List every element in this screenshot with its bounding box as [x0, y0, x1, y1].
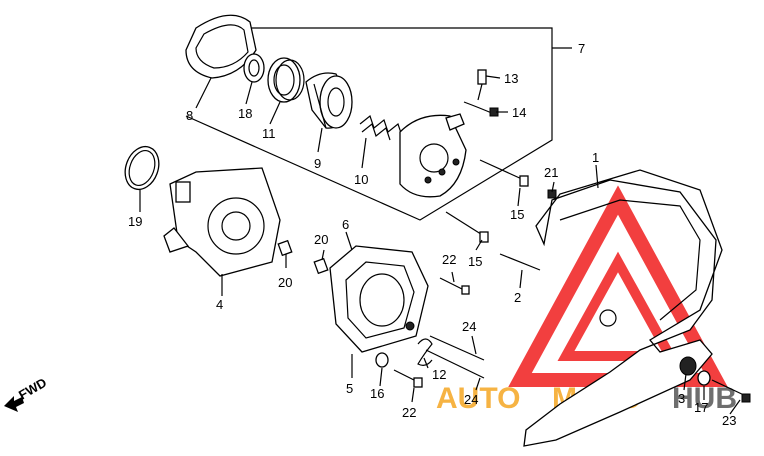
callout-10: 10: [354, 172, 368, 187]
callout-7: 7: [578, 41, 585, 56]
watermark-auto: AUTO: [436, 382, 520, 415]
callout-22a: 22: [442, 252, 456, 267]
callout-3: 3: [678, 391, 685, 406]
part-pump-housing: [399, 113, 467, 198]
leader-lines: [139, 75, 741, 415]
part-seal: [267, 57, 305, 103]
callout-14: 14: [512, 105, 526, 120]
part-dowel-b: [313, 257, 329, 275]
part-washer: [375, 352, 389, 368]
part-outer-cover: [523, 169, 723, 447]
callout-16: 16: [370, 386, 384, 401]
callout-22b: 22: [402, 405, 416, 420]
callout-17: 17: [694, 400, 708, 415]
callout-15b: 15: [468, 254, 482, 269]
callout-12: 12: [432, 367, 446, 382]
callout-labels: 1 2 3 4 5 6 7 8 9 10 11 12 13 14 15 15 1…: [128, 41, 736, 428]
callout-4: 4: [216, 297, 223, 312]
callout-2: 2: [514, 290, 521, 305]
callout-15a: 15: [510, 207, 524, 222]
callout-20a: 20: [314, 232, 328, 247]
callout-1: 1: [592, 150, 599, 165]
part-dowel-a: [277, 239, 293, 257]
part-oring-small: [243, 53, 265, 83]
fwd-arrow-icon: [4, 396, 24, 412]
callout-24b: 24: [464, 392, 478, 407]
part-impeller-bearing: [305, 72, 353, 129]
part-clamp: [417, 338, 433, 366]
part-gasket: [185, 14, 257, 79]
callout-6: 6: [342, 217, 349, 232]
fwd-label: FWD: [16, 375, 49, 403]
callout-13: 13: [504, 71, 518, 86]
part-bleed-bolt: [477, 69, 487, 101]
callout-19: 19: [128, 214, 142, 229]
callout-5: 5: [346, 381, 353, 396]
callout-11: 11: [262, 126, 276, 141]
part-hose: [463, 101, 499, 117]
part-cover: [329, 245, 429, 353]
part-oring-large: [124, 145, 160, 191]
bolts: [393, 159, 557, 388]
fwd-indicator: FWD: [4, 375, 49, 412]
callout-8: 8: [186, 108, 193, 123]
callout-9: 9: [314, 156, 321, 171]
part-collar-washer-bolt: [679, 356, 751, 403]
callout-18: 18: [238, 106, 252, 121]
callout-20b: 20: [278, 275, 292, 290]
part-pump-body: [163, 167, 281, 277]
callout-23: 23: [722, 413, 736, 428]
callout-21: 21: [544, 165, 558, 180]
callout-24a: 24: [462, 319, 476, 334]
part-spring: [359, 114, 403, 141]
